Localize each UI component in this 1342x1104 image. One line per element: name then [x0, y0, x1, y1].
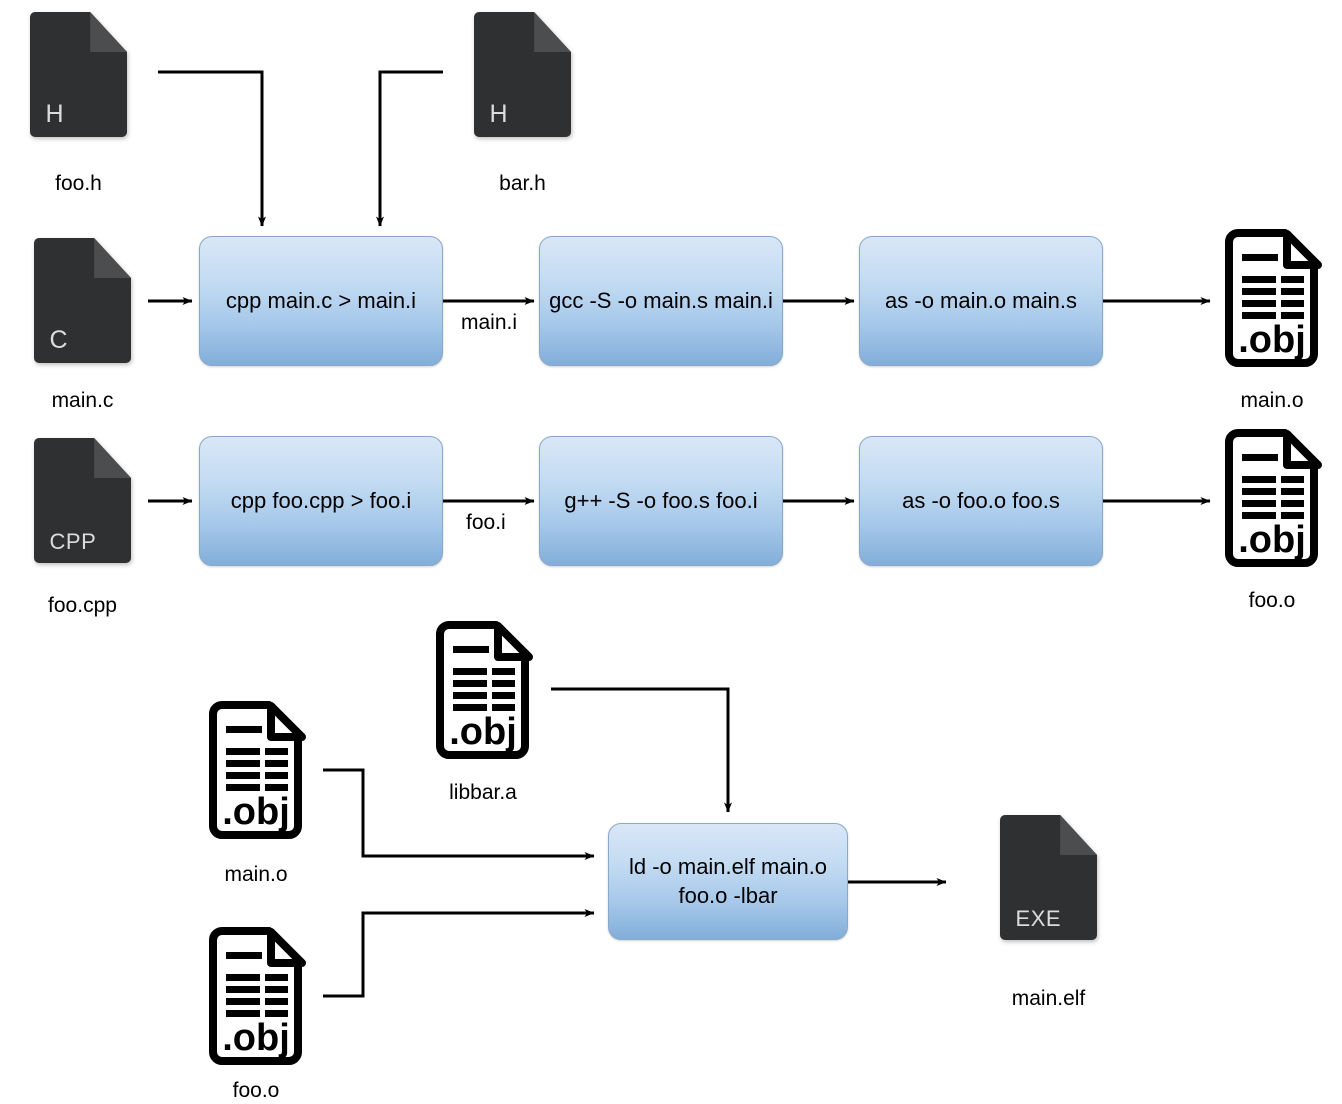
file-ext-label: H — [45, 100, 65, 128]
file-fold-corner-icon — [94, 438, 131, 478]
label-main-o-link: main.o — [224, 863, 288, 886]
file-icon-main-o-out: .obj — [1219, 228, 1325, 368]
file-ext-label: C — [49, 326, 69, 354]
process-ld-link[interactable]: ld -o main.elf main.o foo.o -lbar — [608, 823, 848, 940]
label-bar-h: bar.h — [499, 172, 546, 195]
label-foo-o-link: foo.o — [232, 1079, 280, 1102]
file-fold-corner-icon — [1060, 815, 1097, 855]
file-ext-label: H — [489, 100, 509, 128]
label-main-c: main.c — [51, 389, 114, 412]
file-icon-main-o-link: .obj — [203, 700, 309, 840]
file-fold-corner-icon — [534, 12, 571, 52]
label-main-elf: main.elf — [1011, 987, 1086, 1010]
svg-text:.obj: .obj — [1238, 519, 1306, 561]
label-main-o-out: main.o — [1240, 389, 1304, 412]
label-foo-o-out: foo.o — [1248, 589, 1296, 612]
file-ext-label: EXE — [1015, 906, 1062, 931]
edge-label-foo-i: foo.i — [466, 511, 506, 534]
svg-text:.obj: .obj — [1238, 319, 1306, 361]
file-fold-corner-icon — [94, 238, 131, 278]
process-gpp-foo[interactable]: g++ -S -o foo.s foo.i — [539, 436, 783, 566]
file-icon-main-elf: EXE — [1000, 815, 1097, 940]
edge-label-main-i: main.i — [461, 311, 518, 334]
file-fold-corner-icon — [90, 12, 127, 52]
edge-fooo-to-ld — [323, 909, 595, 998]
file-ext-label: CPP — [49, 529, 97, 554]
file-icon-main-c: C — [34, 238, 131, 363]
process-as-foo[interactable]: as -o foo.o foo.s — [859, 436, 1103, 566]
file-icon-foo-h: H — [30, 12, 127, 137]
process-gcc-main[interactable]: gcc -S -o main.s main.i — [539, 236, 783, 366]
edge-libbar-to-ld — [551, 687, 732, 813]
process-cpp-main[interactable]: cpp main.c > main.i — [199, 236, 443, 366]
label-libbar-a: libbar.a — [449, 781, 517, 804]
edge-barh-to-cppmain — [376, 70, 443, 227]
file-icon-foo-o-out: .obj — [1219, 428, 1325, 568]
edge-fooh-to-cppmain — [158, 70, 266, 227]
process-cpp-foo[interactable]: cpp foo.cpp > foo.i — [199, 436, 443, 566]
svg-text:.obj: .obj — [222, 1017, 290, 1059]
file-icon-libbar-a: .obj — [430, 620, 536, 760]
label-foo-cpp: foo.cpp — [48, 594, 117, 617]
file-icon-foo-o-link: .obj — [203, 926, 309, 1066]
svg-text:.obj: .obj — [222, 791, 290, 833]
svg-text:.obj: .obj — [449, 711, 517, 753]
file-icon-bar-h: H — [474, 12, 571, 137]
label-foo-h: foo.h — [55, 172, 102, 195]
file-icon-foo-cpp: CPP — [34, 438, 131, 563]
process-as-main[interactable]: as -o main.o main.s — [859, 236, 1103, 366]
